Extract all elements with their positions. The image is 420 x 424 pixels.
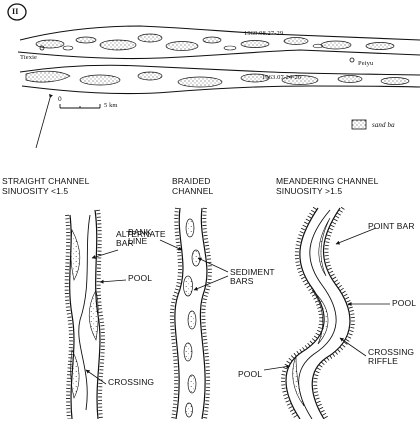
sand-bar-legend-swatch: [352, 120, 366, 129]
braided-channel-diagram: [160, 208, 228, 419]
top-panel-map: [8, 4, 420, 148]
meandering-subtitle: SINUOSITY >1.5: [276, 187, 342, 197]
upper-channel-bank-south: [18, 50, 420, 59]
date-lower: 1963.07.24-26: [262, 74, 301, 81]
label-crossing-riffle: CROSSING RIFFLE: [368, 348, 414, 366]
label-pool-straight: POOL: [128, 274, 152, 283]
place-tiexie: Tiexie: [20, 54, 37, 61]
straight-subtitle: SINUOSITY <1.5: [2, 187, 68, 197]
panel-number: II: [12, 7, 18, 16]
straight-thalweg: [79, 215, 90, 410]
label-crossing: CROSSING: [108, 378, 154, 387]
meander-left-bank: [286, 208, 324, 419]
meander-thalweg: [299, 210, 336, 419]
meander-right-bank: [312, 208, 350, 419]
place-peiyu: Peiyu: [358, 60, 373, 67]
braided-subtitle: CHANNEL: [172, 187, 213, 197]
scale-bar: [60, 104, 100, 108]
label-bank-line: BANK LINE: [128, 228, 152, 246]
date-upper: 1960.08.27-29: [244, 30, 283, 37]
meandering-channel-diagram: [264, 208, 390, 419]
label-pool-right: POOL: [392, 299, 416, 308]
meander-point-bar-upper: [319, 218, 330, 276]
braided-right-bank: [200, 208, 207, 419]
callout-line: [36, 98, 50, 148]
label-pool-left: POOL: [238, 370, 262, 379]
lower-channel-bank-south: [22, 86, 420, 94]
label-sediment-bars: SEDIMENT BARS: [230, 268, 275, 286]
peiyu-marker: [350, 58, 354, 62]
straight-alternate-bar: [71, 230, 80, 280]
scale-label: 5 km: [104, 102, 118, 109]
label-point-bar: POINT BAR: [368, 222, 415, 231]
legend-sand-bar: sand ba: [372, 121, 395, 130]
scale-zero: 0: [58, 96, 62, 103]
braided-sediment-bars: [184, 219, 201, 417]
